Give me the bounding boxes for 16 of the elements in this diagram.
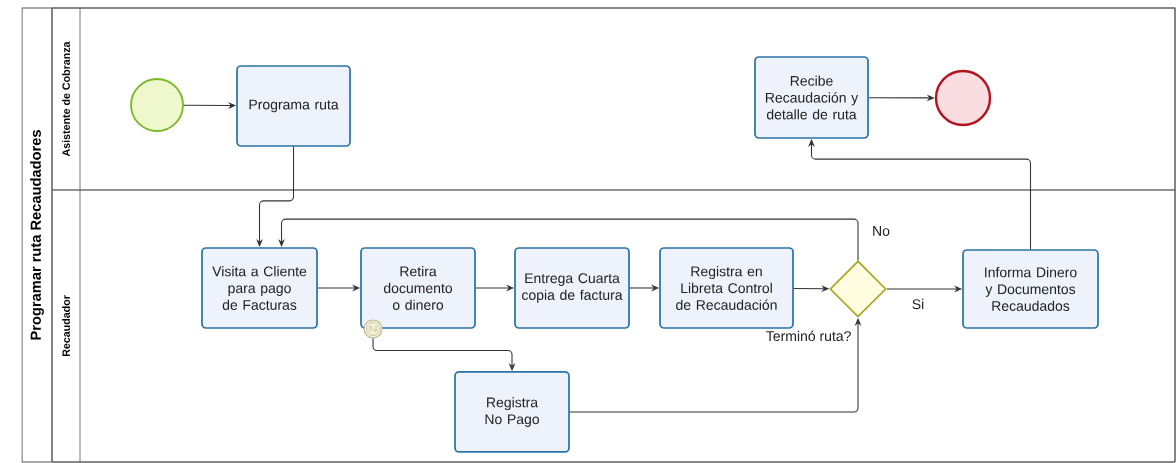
arrow: [278, 218, 859, 261]
edge-label: Si: [910, 297, 926, 311]
edge-label: No: [870, 224, 892, 238]
task-box: Informa Dinero y Documentos Recaudados: [962, 249, 1099, 329]
task-box: Entrega Cuarta copia de factura: [514, 247, 630, 329]
task-box: Programa ruta: [236, 65, 351, 147]
start-event: [130, 78, 184, 132]
task-box: Visita a Cliente para pago de Facturas: [201, 247, 318, 329]
boundary-event: [363, 319, 383, 339]
decision-label: Terminó ruta?: [766, 330, 851, 342]
task-box: Recibe Recaudación y detalle de ruta: [754, 56, 869, 139]
task-box: Registra en Libreta Control de Recaudación: [659, 247, 794, 329]
decision-diamond: [829, 260, 887, 318]
task-box: Registra No Pago: [454, 371, 570, 453]
end-event: [934, 69, 992, 127]
task-box: Retira documento o dinero: [360, 247, 476, 329]
